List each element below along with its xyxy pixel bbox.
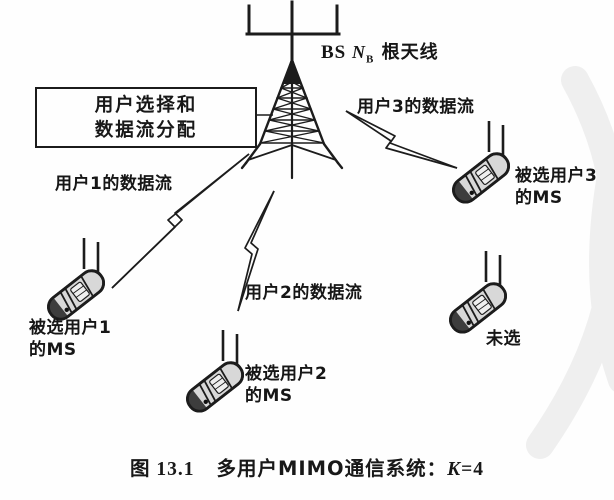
- bs-label-subscript: B: [366, 53, 375, 66]
- bs-label-prefix: BS: [321, 42, 352, 63]
- ms-1-line2: 的MS: [29, 340, 77, 361]
- figure-caption: 图 13.1 多用户MIMO通信系统：K=4: [0, 452, 614, 481]
- bs-label-variable: N: [352, 42, 366, 62]
- base-station-tower-icon: [240, 56, 344, 180]
- mobile-phone-2-icon: [181, 328, 249, 418]
- unselected-ms-label: 未选: [486, 329, 521, 349]
- ms-1-line1: 被选用户1: [29, 318, 112, 338]
- control-box-line1: 用户选择和: [94, 95, 198, 116]
- ms-2-label: 被选用户2 的MS: [245, 363, 327, 408]
- caption-value: =4: [461, 459, 485, 480]
- stream-2-label: 用户2的数据流: [245, 283, 363, 303]
- mobile-phone-3-icon: [447, 119, 515, 209]
- control-box: 用户选择和 数据流分配: [35, 87, 257, 148]
- mobile-phone-4-unselected-icon: [444, 249, 512, 339]
- stream-3-label: 用户3的数据流: [357, 97, 475, 117]
- ms-3-label: 被选用户3 的MS: [515, 165, 597, 210]
- watermark-icon: [526, 66, 614, 459]
- ms-3-line1: 被选用户3: [515, 166, 598, 186]
- caption-figure-number: 图 13.1: [129, 459, 195, 480]
- ms-2-line2: 的MS: [245, 386, 293, 407]
- ms-1-label: 被选用户1 的MS: [29, 317, 111, 362]
- caption-title: 多用户MIMO通信系统：: [216, 457, 448, 480]
- lightning-bolt-1-icon: [111, 153, 250, 289]
- ms-2-line1: 被选用户2: [245, 364, 328, 384]
- bs-antenna-array-icon: [245, 0, 341, 66]
- bs-label-suffix: 根天线: [374, 42, 439, 63]
- bs-antenna-label: BS NB 根天线: [321, 40, 439, 67]
- stream-1-label: 用户1的数据流: [55, 174, 173, 194]
- mobile-phone-1-icon: [42, 236, 110, 326]
- ms-3-line2: 的MS: [515, 188, 563, 209]
- lightning-bolt-2-icon: [237, 190, 275, 312]
- control-box-line2: 数据流分配: [94, 120, 198, 141]
- caption-variable: K: [447, 459, 462, 480]
- lightning-bolt-3-icon: [345, 110, 458, 169]
